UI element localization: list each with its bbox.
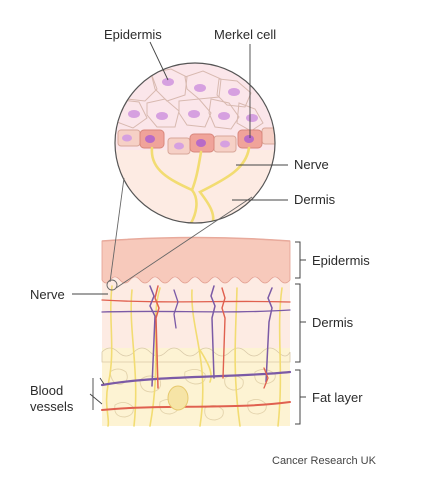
- skin-surface-line: [101, 236, 291, 242]
- fat-bracket: [295, 369, 306, 425]
- skin-block: [100, 236, 292, 427]
- zoom-inset: [114, 62, 276, 224]
- dermis-band: [102, 278, 290, 348]
- brackets: [295, 241, 306, 425]
- inset-nerve-label: Nerve: [294, 157, 329, 172]
- inset-epidermis-label: Epidermis: [104, 27, 162, 42]
- inset-dermis-label: Dermis: [294, 192, 336, 207]
- dermis-label: Dermis: [312, 315, 354, 330]
- blood-vessels: [100, 285, 292, 411]
- epidermis-bracket: [295, 241, 306, 279]
- magnifier-lines: [106, 177, 253, 291]
- inset-border: [114, 62, 276, 224]
- gland: [167, 385, 189, 411]
- epidermis-band: [101, 237, 291, 284]
- magnified-spot: [106, 279, 118, 291]
- blood-vessels-label-line1: Blood: [30, 383, 64, 398]
- dermis-bracket: [295, 283, 306, 363]
- blood-vessels-label-line2: vessels: [30, 399, 74, 414]
- leader-lines: [72, 41, 288, 410]
- fat-layer-label: Fat layer: [312, 390, 363, 405]
- merkel-cell-label: Merkel cell: [214, 27, 277, 42]
- credit-text: Cancer Research UK: [272, 455, 376, 467]
- nerve-label: Nerve: [30, 287, 65, 302]
- inset-nerve: [150, 146, 251, 223]
- epidermis-label: Epidermis: [312, 253, 370, 268]
